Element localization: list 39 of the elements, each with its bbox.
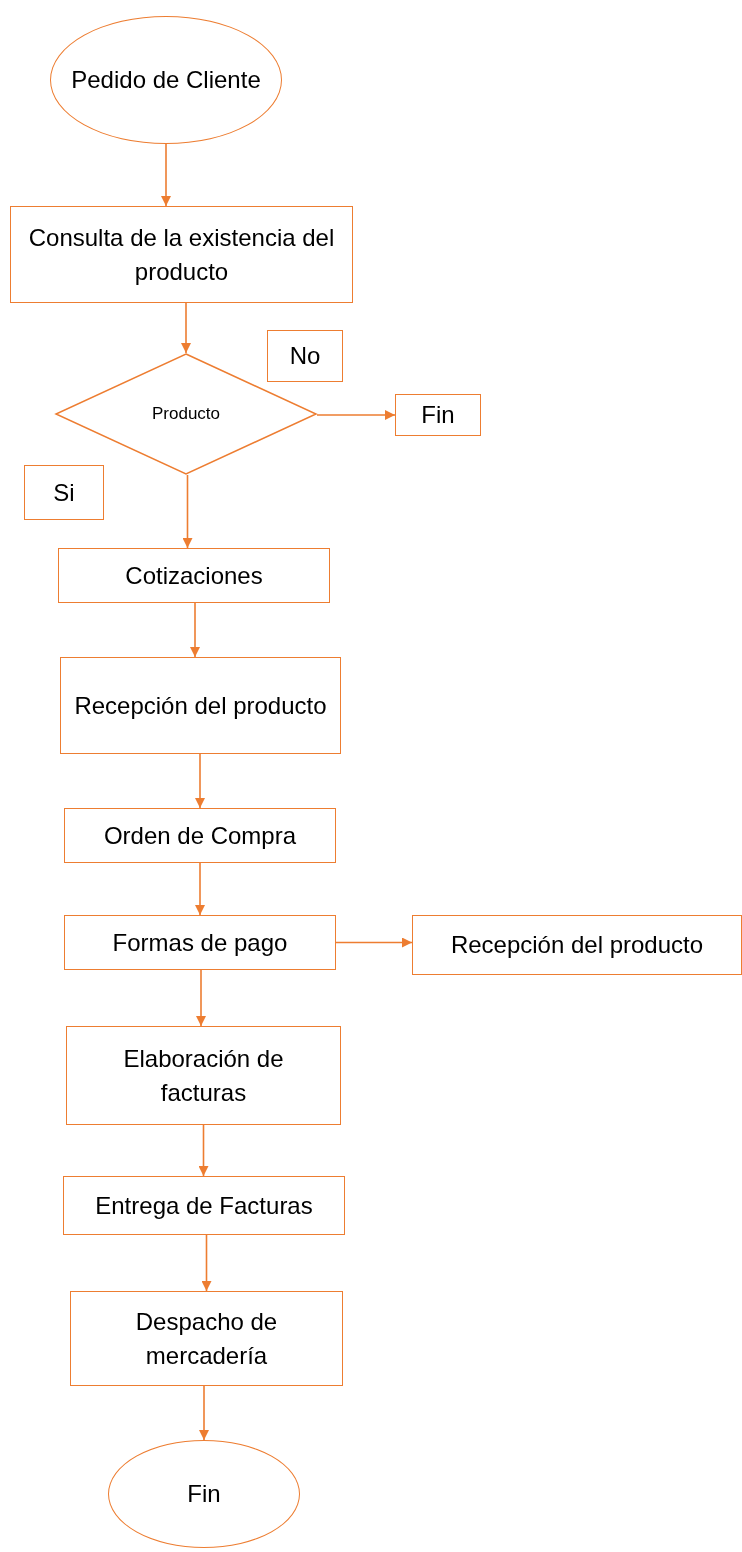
node-text: No bbox=[289, 341, 321, 372]
node-text: Fin bbox=[187, 1479, 221, 1510]
process-box bbox=[412, 915, 742, 975]
arrow bbox=[195, 862, 205, 916]
node-text: Fin bbox=[421, 400, 455, 431]
arrow bbox=[316, 410, 396, 420]
node-text: Formas de pago bbox=[112, 927, 288, 958]
arrow bbox=[161, 143, 171, 207]
process-box bbox=[395, 394, 481, 436]
node-text: Entrega de Facturas bbox=[95, 1190, 313, 1221]
process-box bbox=[24, 465, 104, 520]
process-box bbox=[66, 1026, 341, 1125]
node-text: Pedido de Cliente bbox=[71, 65, 261, 96]
process-box bbox=[64, 808, 336, 863]
arrow bbox=[196, 969, 206, 1027]
arrow bbox=[182, 474, 193, 549]
node-text: Si bbox=[53, 477, 75, 508]
process-box bbox=[70, 1291, 343, 1386]
node-text: Recepción del producto bbox=[450, 930, 704, 961]
node-text: Cotizaciones bbox=[125, 560, 263, 591]
node-text: Orden de Compra bbox=[103, 820, 297, 851]
process-box bbox=[58, 548, 330, 603]
node-text: Elaboración de facturas bbox=[122, 1043, 285, 1108]
node-text: Producto bbox=[151, 403, 220, 426]
node-text: Recepción del producto bbox=[74, 690, 327, 721]
arrow bbox=[190, 602, 200, 658]
arrow bbox=[195, 753, 205, 809]
process-box bbox=[64, 915, 336, 970]
node-text: Despacho de mercadería bbox=[134, 1306, 279, 1371]
process-box bbox=[60, 657, 341, 754]
arrow bbox=[181, 302, 191, 354]
process-box bbox=[267, 330, 343, 382]
arrow bbox=[198, 1124, 209, 1177]
process-box bbox=[10, 206, 353, 303]
process-box bbox=[63, 1176, 345, 1235]
arrow bbox=[335, 937, 413, 948]
node-text: Consulta de la existencia del producto bbox=[27, 222, 336, 287]
arrow bbox=[201, 1234, 212, 1292]
arrow bbox=[199, 1385, 209, 1441]
